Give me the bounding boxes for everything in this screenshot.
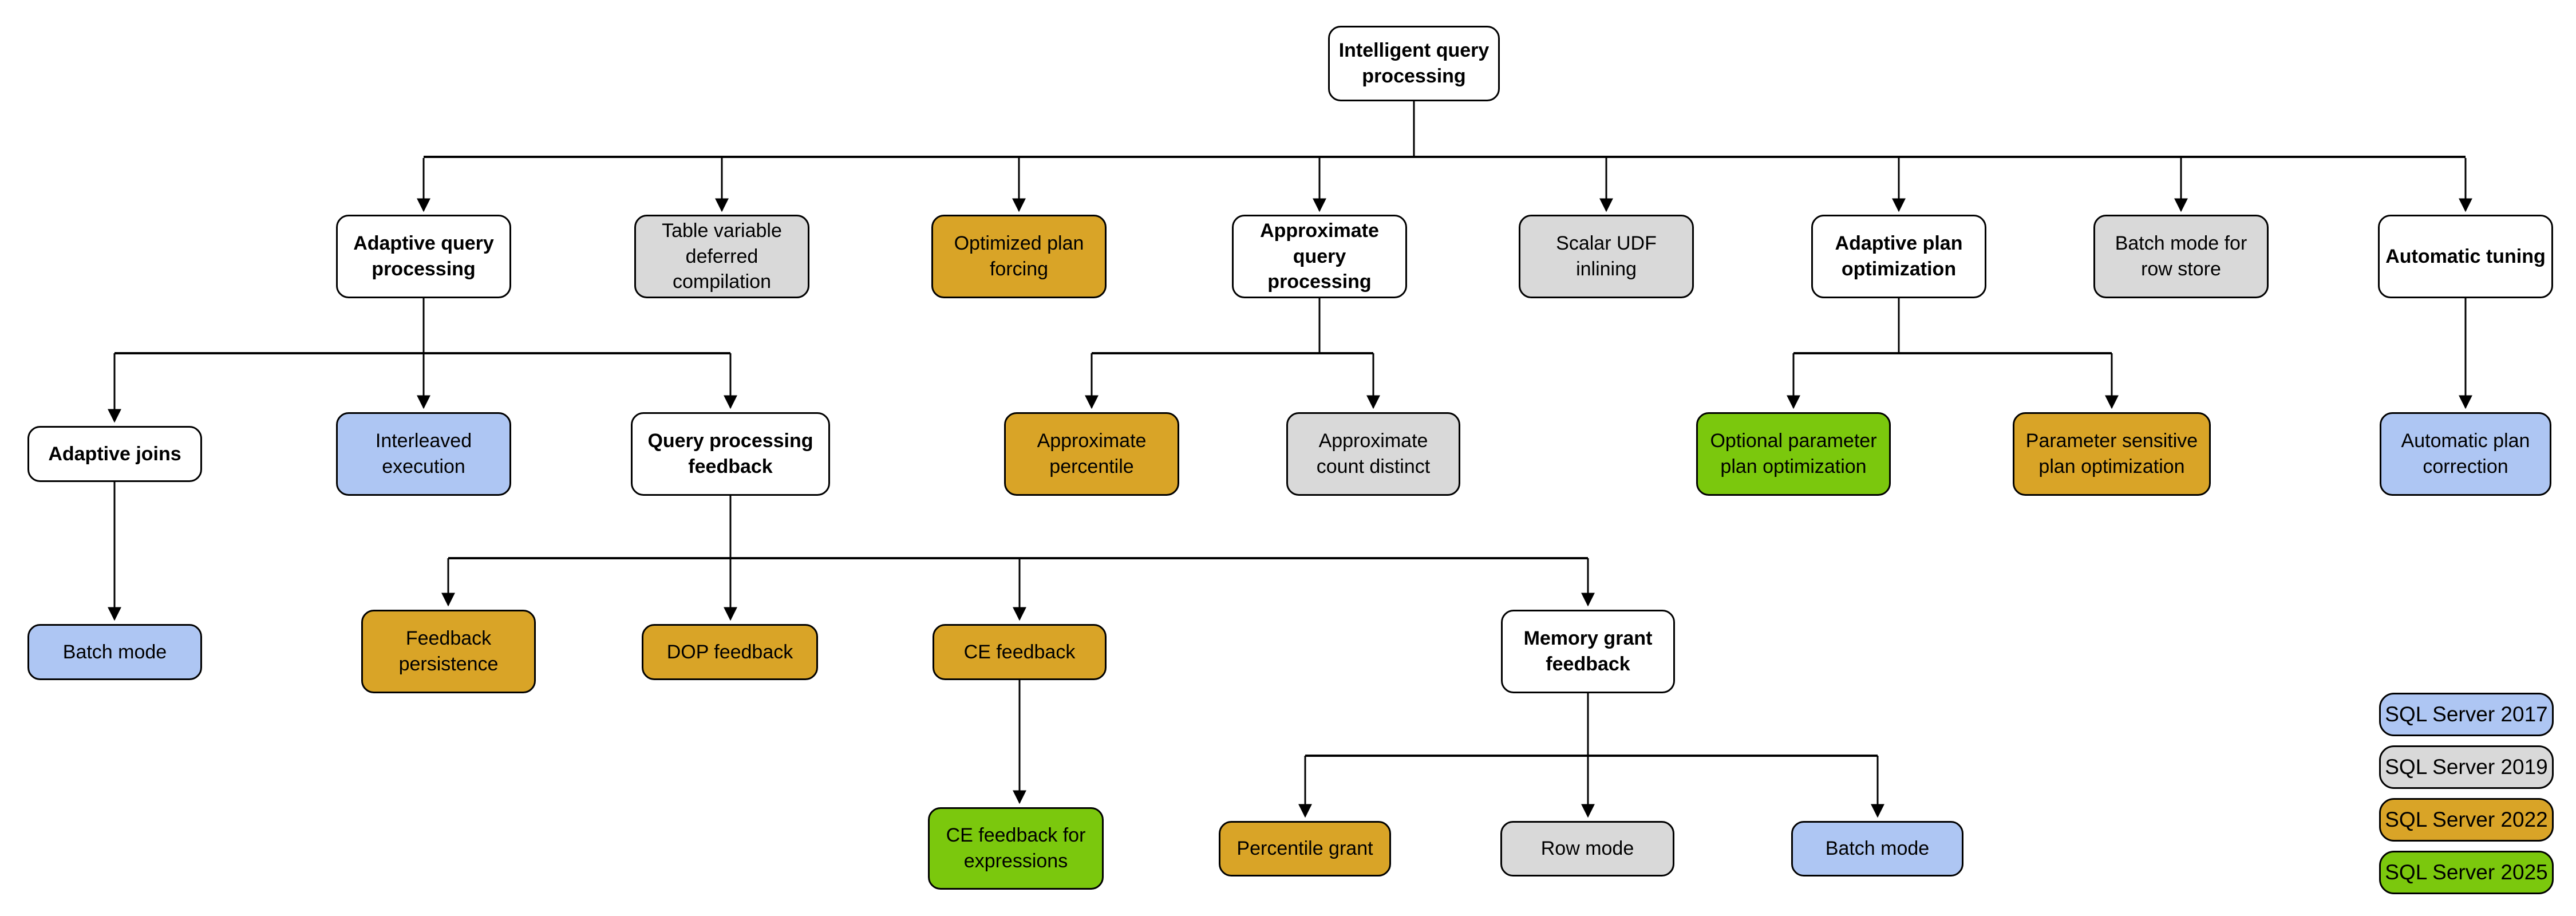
node-batch-mode-memory-grant: Batch mode [1791, 821, 1963, 876]
node-table-variable-deferred-compilation: Table variable deferred compilation [634, 215, 809, 298]
node-ce-feedback: CE feedback [933, 624, 1107, 680]
node-adaptive-joins: Adaptive joins [27, 426, 202, 482]
node-approximate-query-processing: Approximate query processing [1232, 215, 1407, 298]
node-adaptive-plan-optimization: Adaptive plan optimization [1811, 215, 1986, 298]
node-dop-feedback: DOP feedback [642, 624, 818, 680]
node-automatic-tuning: Automatic tuning [2378, 215, 2553, 298]
node-approximate-count-distinct: Approximate count distinct [1286, 412, 1460, 496]
node-ce-feedback-for-expressions: CE feedback for expressions [928, 807, 1104, 890]
node-parameter-sensitive-plan-optimization: Parameter sensitive plan optimization [2013, 412, 2211, 496]
node-batch-mode-for-row-store: Batch mode for row store [2093, 215, 2269, 298]
node-automatic-plan-correction: Automatic plan correction [2380, 412, 2551, 496]
legend-sql-server-2022: SQL Server 2022 [2379, 798, 2554, 842]
node-intelligent-query-processing: Intelligent query processing [1328, 26, 1500, 101]
legend-sql-server-2025: SQL Server 2025 [2379, 851, 2554, 894]
node-percentile-grant: Percentile grant [1219, 821, 1391, 876]
node-approximate-percentile: Approximate percentile [1004, 412, 1179, 496]
node-query-processing-feedback: Query processing feedback [631, 412, 830, 496]
node-feedback-persistence: Feedback persistence [361, 610, 536, 693]
legend-sql-server-2017: SQL Server 2017 [2379, 693, 2554, 736]
legend-sql-server-2019: SQL Server 2019 [2379, 745, 2554, 789]
node-scalar-udf-inlining: Scalar UDF inlining [1519, 215, 1694, 298]
node-optimized-plan-forcing: Optimized plan forcing [931, 215, 1107, 298]
node-memory-grant-feedback: Memory grant feedback [1501, 610, 1675, 693]
node-interleaved-execution: Interleaved execution [336, 412, 511, 496]
node-optional-parameter-plan-optimization: Optional parameter plan optimization [1696, 412, 1891, 496]
node-adaptive-query-processing: Adaptive query processing [336, 215, 511, 298]
node-row-mode: Row mode [1500, 821, 1674, 876]
node-batch-mode-adaptive-joins: Batch mode [27, 624, 202, 680]
